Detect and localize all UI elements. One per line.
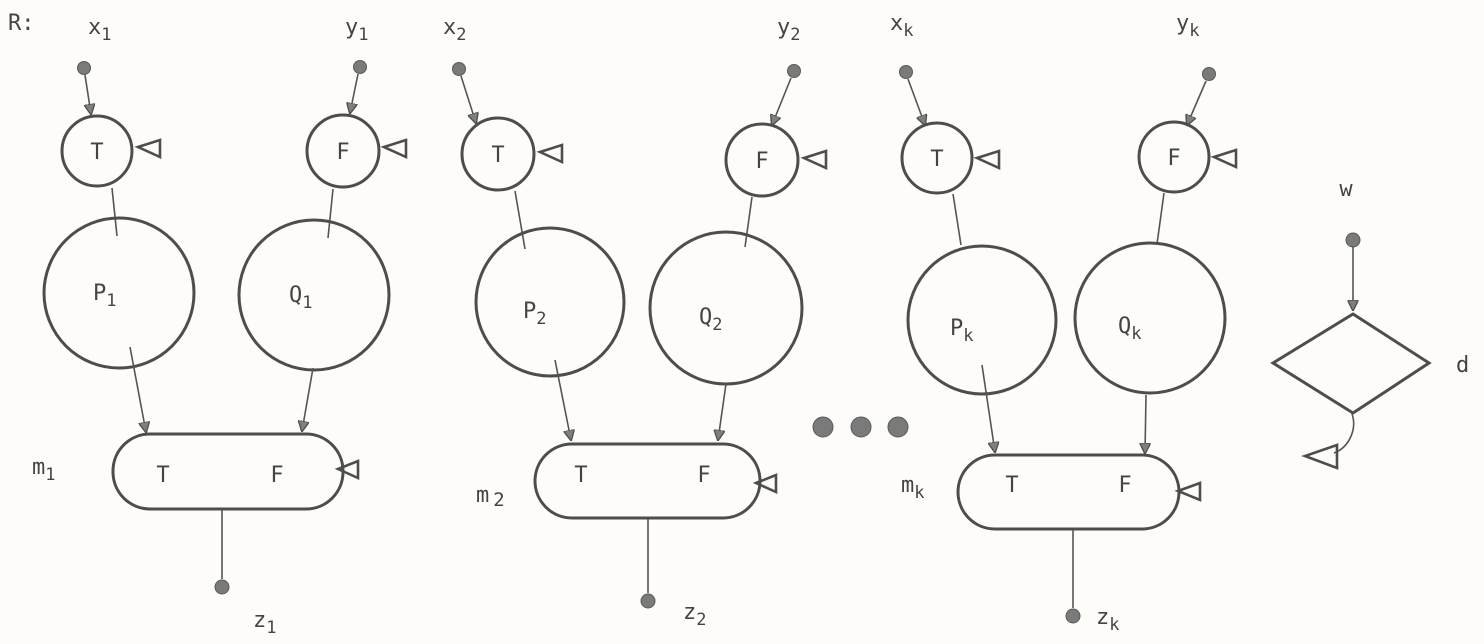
x1-terminal-dot <box>77 61 91 75</box>
merge-mk <box>956 453 1181 531</box>
pk-to-mk-arrow <box>981 364 995 452</box>
fk-to-qk-link <box>1156 192 1165 245</box>
qk-process <box>1073 241 1227 395</box>
w-terminal-dot <box>1345 232 1361 248</box>
merge-m1 <box>111 432 345 511</box>
p2-to-m2-arrow <box>554 359 571 440</box>
merge-m2-trigger-icon <box>752 473 778 495</box>
f-toggle-k <box>1137 120 1211 194</box>
f-toggle-k-trigger-icon <box>1210 148 1238 170</box>
y2-arrow <box>772 77 792 125</box>
x2-arrow <box>460 75 476 123</box>
decision-trigger-icon <box>1301 443 1339 470</box>
module-k: xk T yk F Pk Qk T F mk zk <box>890 11 1238 635</box>
y2-terminal-dot <box>787 64 801 78</box>
t-toggle-2-trigger-icon <box>536 143 564 165</box>
f-toggle-2-label: F <box>755 149 768 174</box>
t1-to-p1-link <box>111 187 118 237</box>
pk-label: Pk <box>950 316 974 346</box>
xk-terminal-dot <box>899 65 913 79</box>
q2-label: Q2 <box>699 305 723 335</box>
x2-label: x2 <box>443 15 467 45</box>
t2-to-p2-link <box>514 190 526 250</box>
merge-m1-true-label: T <box>156 463 169 488</box>
decision-element: w d <box>1270 177 1469 470</box>
p2-label: P2 <box>523 299 547 329</box>
y1-label: y1 <box>345 15 369 45</box>
xk-arrow <box>907 78 925 125</box>
y2-label: y2 <box>777 15 801 45</box>
yk-label: yk <box>1176 11 1200 41</box>
t-toggle-k <box>900 121 974 195</box>
t-toggle-1 <box>60 114 134 188</box>
continuation-ellipsis <box>812 416 909 438</box>
p1-process <box>42 216 196 370</box>
diagram-prefix: R: <box>8 11 35 36</box>
q1-label: Q1 <box>289 283 313 313</box>
f-toggle-2-trigger-icon <box>800 149 828 171</box>
zk-label: zk <box>1096 605 1120 635</box>
pk-process <box>906 244 1058 396</box>
decision-diamond <box>1270 312 1432 415</box>
tk-to-pk-link <box>952 193 962 246</box>
merge-m2 <box>533 442 762 520</box>
ellipsis-dot-2 <box>850 416 872 438</box>
q2-process <box>648 230 804 386</box>
zk-terminal-dot <box>1065 608 1081 624</box>
t-toggle-2 <box>460 116 536 192</box>
yk-arrow <box>1187 80 1207 125</box>
q1-to-m1-arrow <box>302 367 314 431</box>
f-toggle-1-trigger-icon <box>380 138 408 160</box>
f1-to-q1-link <box>327 188 334 239</box>
q1-process <box>237 218 391 372</box>
f-toggle-k-label: F <box>1167 146 1180 171</box>
x1-label: x1 <box>88 15 112 45</box>
merge-mk-trigger-icon <box>1174 481 1202 502</box>
qk-label: Qk <box>1118 314 1142 344</box>
z1-terminal-dot <box>214 579 230 595</box>
y1-terminal-dot <box>353 60 367 74</box>
t-toggle-1-trigger-icon <box>134 138 162 160</box>
xk-label: xk <box>890 11 914 41</box>
merge-m2-true-label: T <box>574 463 587 488</box>
f-toggle-2 <box>724 122 800 198</box>
ellipsis-dot-1 <box>812 416 834 438</box>
t-toggle-1-label: T <box>90 140 103 165</box>
merge-m1-false-label: F <box>270 463 283 488</box>
mk-label: mk <box>901 473 925 503</box>
f2-to-q2-link <box>744 196 753 248</box>
w-label: w <box>1339 177 1353 202</box>
merge-mk-true-label: T <box>1005 473 1018 498</box>
merge-m1-trigger-icon <box>334 459 360 481</box>
merge-m2-false-label: F <box>697 463 710 488</box>
f-toggle-1-label: F <box>336 140 349 165</box>
d-label: d <box>1456 353 1469 378</box>
z2-terminal-dot <box>640 593 656 609</box>
z1-label: z1 <box>253 608 277 638</box>
merge-mk-false-label: F <box>1118 473 1131 498</box>
q2-to-m2-arrow <box>718 383 727 440</box>
qk-to-mk-arrow <box>1145 394 1146 453</box>
p1-to-m1-arrow <box>129 346 146 432</box>
ellipsis-dot-3 <box>887 416 909 438</box>
t-toggle-2-label: T <box>491 143 504 168</box>
x2-terminal-dot <box>452 62 466 76</box>
z2-label: z2 <box>683 600 707 630</box>
p2-process <box>474 226 626 378</box>
f-toggle-1 <box>305 113 381 189</box>
m1-label: m1 <box>32 455 56 485</box>
yk-terminal-dot <box>1202 67 1216 81</box>
t-toggle-k-label: T <box>930 147 943 172</box>
p1-label: P1 <box>93 281 117 311</box>
module-1: x1 T y1 F P1 Q1 T F m1 <box>32 15 408 638</box>
y1-arrow <box>350 73 359 113</box>
t-toggle-k-trigger-icon <box>973 149 1001 171</box>
x1-arrow <box>85 74 91 114</box>
